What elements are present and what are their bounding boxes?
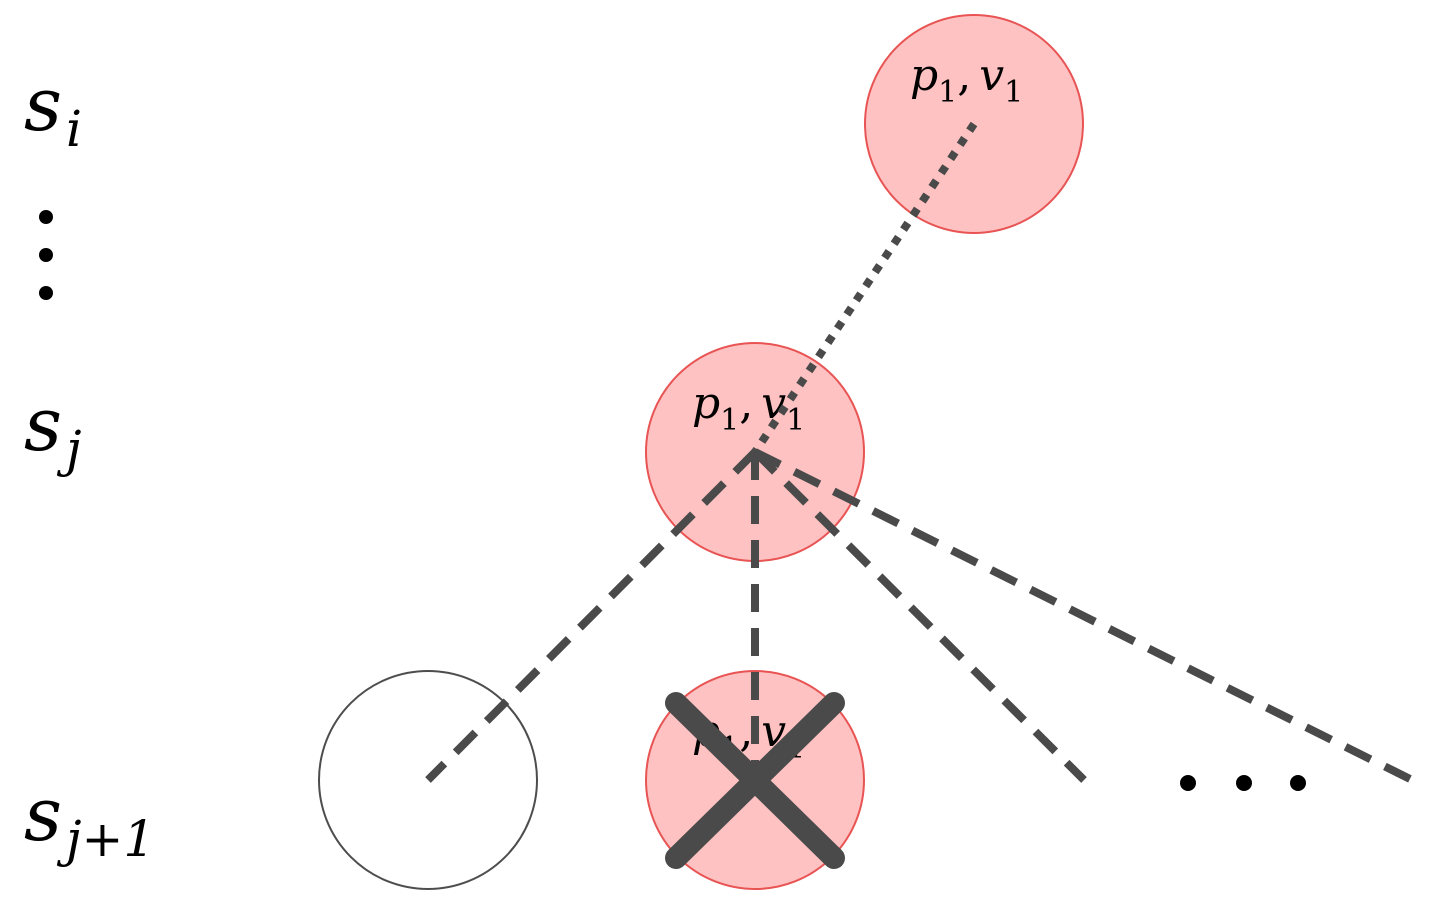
edge-middle-to-right-2 xyxy=(753,448,1414,784)
horizontal-ellipsis xyxy=(1180,775,1306,791)
node-crossed-sep: , xyxy=(739,706,753,757)
edge-top-to-middle xyxy=(751,121,978,455)
node-top-p: p xyxy=(910,50,938,101)
row-label-s-j-plus-1-sub: j+1 xyxy=(56,810,155,868)
cross-mark-icon xyxy=(665,692,845,869)
edge-middle-to-right-1 xyxy=(752,449,1087,783)
node-top-v-sub: 1 xyxy=(1004,75,1023,110)
row-label-s-j-plus-1-base: s xyxy=(24,772,62,858)
ellipsis-dot xyxy=(39,286,53,300)
node-middle-p: p xyxy=(692,378,720,429)
ellipsis-dot xyxy=(1180,775,1196,791)
row-label-s-j-plus-1: sj+1 xyxy=(24,772,155,868)
vertical-ellipsis xyxy=(39,210,53,300)
ellipsis-dot xyxy=(1236,775,1252,791)
node-top-label: p1,v1 xyxy=(910,50,1023,110)
row-label-s-j: sj xyxy=(24,382,82,478)
row-label-s-j-base: s xyxy=(24,382,62,468)
node-middle-sep: , xyxy=(739,378,753,429)
node-middle-v-sub: 1 xyxy=(786,403,805,438)
node-middle-p-sub: 1 xyxy=(720,403,739,438)
node-empty xyxy=(318,670,538,890)
row-label-s-i: si xyxy=(24,62,82,158)
node-top-p-sub: 1 xyxy=(938,75,957,110)
node-top-v: v xyxy=(979,50,1004,101)
node-top-sep: , xyxy=(957,50,971,101)
row-label-s-i-base: s xyxy=(24,62,62,148)
ellipsis-dot xyxy=(39,248,53,262)
node-middle-label: p1,v1 xyxy=(692,378,805,438)
ellipsis-dot xyxy=(39,210,53,224)
row-label-s-i-sub: i xyxy=(66,100,82,158)
ellipsis-dot xyxy=(1290,775,1306,791)
cross-stroke xyxy=(665,692,845,869)
edge-middle-to-empty xyxy=(425,449,758,783)
